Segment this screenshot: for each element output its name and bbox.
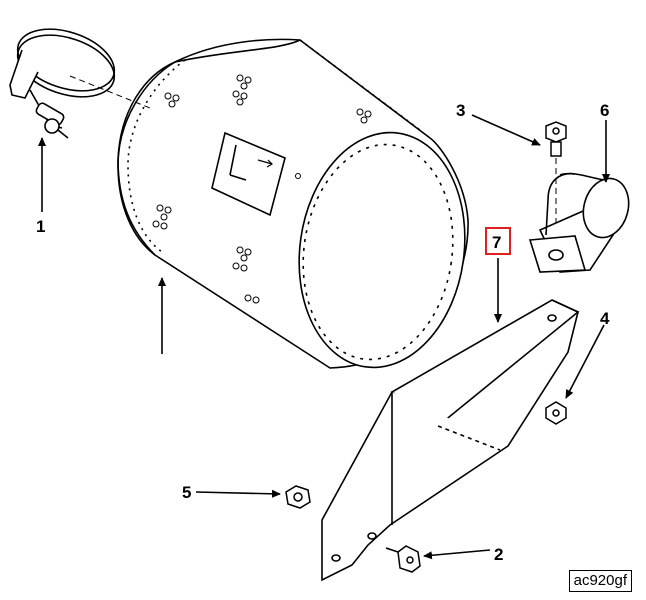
drawing-reference-code: ac920gf [568, 570, 632, 592]
arrow-5 [195, 489, 281, 498]
callout-2: 2 [494, 545, 503, 564]
arrow-4 [565, 324, 605, 399]
mounting-bracket-plate [321, 299, 580, 582]
callout-7-highlight [485, 227, 511, 255]
perforation-holes [152, 74, 372, 304]
arrow-3 [471, 114, 541, 146]
leader-arrows [38, 114, 610, 560]
muffler-canister [117, 38, 469, 369]
callout-3: 3 [456, 101, 465, 120]
flange-nut [545, 401, 567, 425]
band-clamp [9, 28, 116, 139]
hex-nut-left [285, 485, 311, 509]
callout-7: 7 [492, 233, 501, 252]
pipe-bracket-clamp [528, 172, 630, 273]
arrow-2 [423, 549, 491, 560]
callout-6: 6 [600, 101, 609, 120]
callout-4: 4 [600, 309, 610, 328]
hex-bolt-bottom [385, 545, 421, 573]
callout-1: 1 [36, 217, 45, 236]
alignment-line [69, 75, 151, 109]
callout-5: 5 [182, 483, 191, 502]
hex-bolt-top [545, 121, 567, 157]
